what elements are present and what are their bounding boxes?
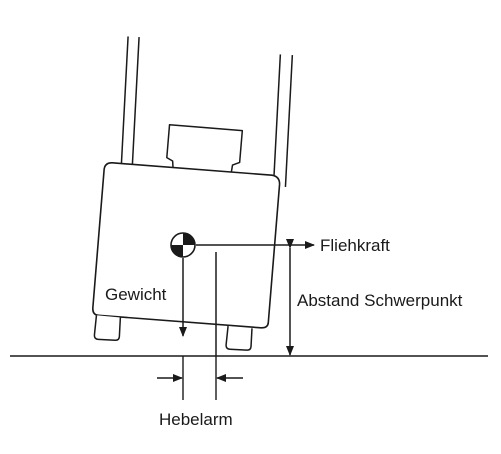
lever-arm-label: Hebelarm — [159, 410, 233, 429]
forklift-body — [92, 36, 294, 351]
center-of-gravity-icon — [170, 232, 196, 258]
mast-rail-right-inner — [272, 54, 282, 187]
right-wheel — [225, 326, 253, 351]
seat-block — [166, 124, 244, 175]
left-wheel — [93, 315, 122, 341]
centrifugal-force-label: Fliehkraft — [320, 236, 390, 255]
mast-rail-left-inner — [131, 37, 140, 169]
center-of-gravity-height-label: Abstand Schwerpunkt — [297, 291, 463, 310]
weight-label: Gewicht — [105, 285, 167, 304]
mast-rail-left-outer — [120, 36, 129, 169]
mast-rail-right-outer — [284, 55, 294, 187]
